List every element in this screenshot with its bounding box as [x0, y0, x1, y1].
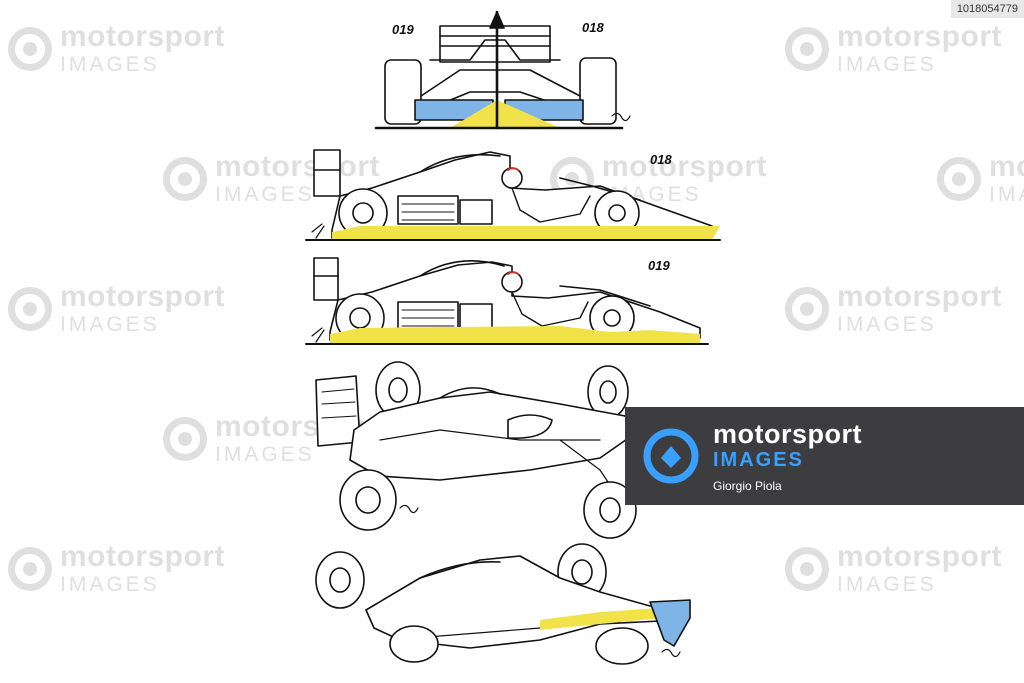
perspective-view-drawing	[315, 361, 641, 539]
label-side-mid: 019	[648, 258, 670, 273]
credit-badge: motorsport IMAGES Giorgio Piola	[625, 407, 1024, 505]
front-view-drawing	[374, 10, 631, 130]
side-view-018-drawing	[305, 149, 721, 241]
badge-credit: Giorgio Piola	[713, 478, 782, 493]
badge-brand-line1: motorsport	[713, 418, 862, 449]
badge-brand-line2: IMAGES	[713, 448, 804, 471]
label-front-left: 019	[392, 22, 414, 37]
label-front-right: 018	[582, 20, 604, 35]
image-id-tag: 1018054779	[950, 0, 1024, 18]
side-view-019-drawing	[305, 257, 709, 345]
underside-view-drawing	[315, 543, 691, 665]
motorsport-logo-icon	[643, 428, 699, 484]
label-side-top: 018	[650, 152, 672, 167]
